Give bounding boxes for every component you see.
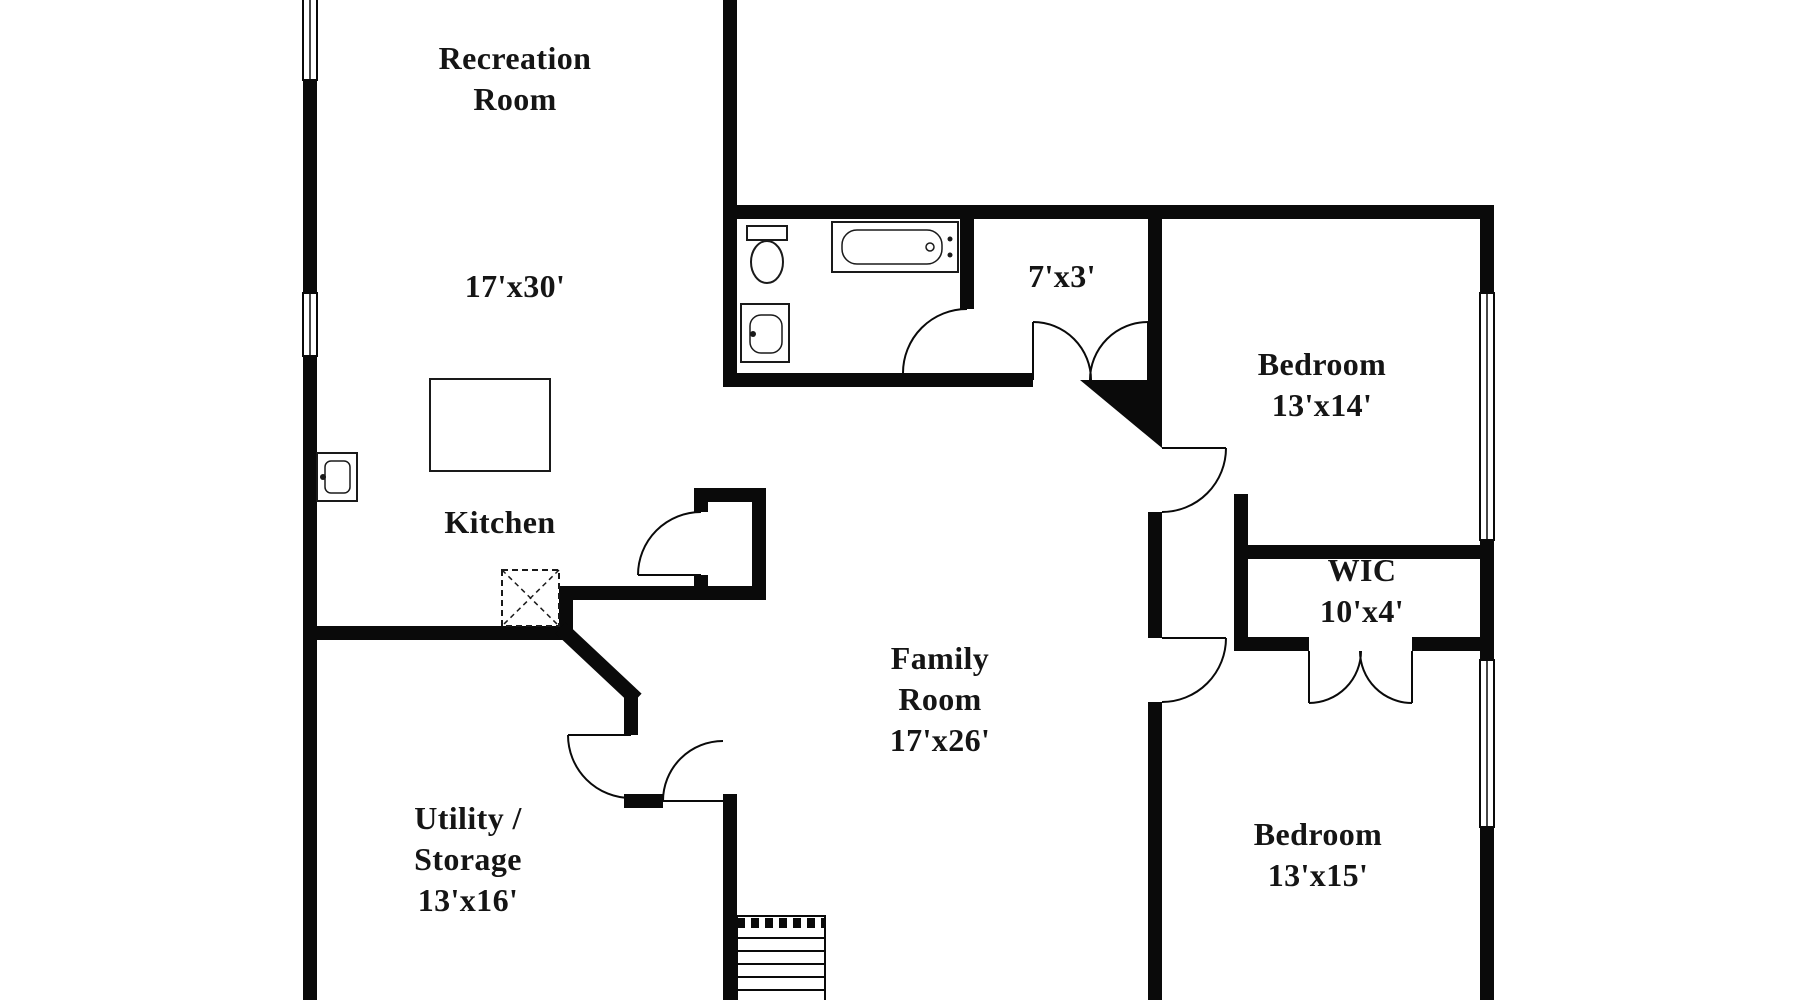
wall-segment — [694, 575, 708, 600]
bathroom-sink-icon — [740, 303, 790, 363]
room-name: Storage — [414, 840, 522, 877]
wall-segment — [723, 205, 1494, 219]
room-dims-hall-closet: 7'x3' — [1028, 258, 1096, 294]
room-dims: 10'x4' — [1319, 592, 1405, 629]
bathroom-fixtures — [740, 221, 959, 363]
room-label-utility: Utility / Storage 13'x16' — [414, 798, 522, 921]
room-name: Utility / — [414, 800, 522, 836]
wall-segment — [1412, 637, 1480, 651]
door-arc — [637, 511, 702, 576]
room-dims-recreation: 17'x30' — [464, 268, 566, 304]
door-arc — [567, 734, 632, 799]
wall-segment — [624, 794, 663, 808]
wall-segment — [694, 488, 766, 502]
door-arc — [1161, 637, 1227, 703]
door-swings — [567, 308, 1413, 802]
window-symbol — [1479, 292, 1495, 541]
door-arc — [1089, 321, 1149, 381]
door-arc — [1161, 447, 1227, 513]
angled-wall — [1080, 380, 1162, 448]
door-arc — [1032, 321, 1092, 381]
room-name: Room — [473, 80, 557, 117]
wall-segment — [960, 219, 974, 309]
wall-segment — [1148, 219, 1162, 387]
wall-segment — [1234, 494, 1248, 651]
room-label-kitchen: Kitchen — [444, 504, 556, 540]
wall-segment — [723, 794, 737, 1000]
wall-segment — [303, 0, 317, 1000]
window-symbol — [1479, 659, 1495, 828]
wall-segment — [1248, 545, 1480, 559]
room-label-family: Family Room 17'x26' — [890, 638, 991, 761]
bathtub-icon — [831, 221, 959, 273]
room-label-bedroom-top: Bedroom 13'x14' — [1258, 344, 1386, 426]
kitchen-fixtures — [316, 378, 560, 627]
door-arc — [902, 308, 968, 374]
room-dims: 13'x15' — [1267, 856, 1369, 893]
room-name: Bedroom — [1257, 346, 1387, 382]
windows — [302, 0, 1495, 828]
door-arc — [1359, 650, 1413, 704]
wall-segment — [1148, 702, 1162, 1000]
room-name: WIC — [1327, 552, 1397, 588]
window-symbol — [302, 292, 318, 357]
wall-segment — [559, 586, 766, 600]
wall-segment — [1234, 637, 1309, 651]
room-name: Family — [890, 640, 990, 676]
room-dims: 13'x16' — [417, 881, 519, 918]
toilet-icon — [746, 225, 788, 284]
room-dims: 17'x26' — [889, 721, 991, 758]
room-dims: 13'x14' — [1271, 386, 1373, 423]
wall-segment — [1148, 512, 1162, 638]
room-label-bedroom-bottom: Bedroom 13'x15' — [1254, 814, 1382, 896]
room-label-recreation: Recreation Room — [439, 38, 592, 120]
room-name: Bedroom — [1253, 816, 1383, 852]
door-arc — [662, 740, 724, 802]
stairs-symbol — [736, 915, 826, 1000]
door-arc — [1308, 650, 1362, 704]
kitchen-island — [429, 378, 551, 472]
kitchen-sink-icon — [316, 452, 358, 502]
angled-wall — [555, 622, 642, 705]
room-name: Recreation — [438, 40, 592, 76]
wall-segment — [317, 626, 566, 640]
window-symbol — [302, 0, 318, 81]
room-name: Room — [898, 680, 982, 717]
wall-segment — [752, 488, 766, 600]
room-label-wic: WIC 10'x4' — [1320, 550, 1404, 632]
wall-segment — [723, 373, 1033, 387]
wall-segment — [723, 0, 737, 387]
appliance-symbol — [501, 569, 560, 627]
wall-segment — [624, 690, 638, 735]
